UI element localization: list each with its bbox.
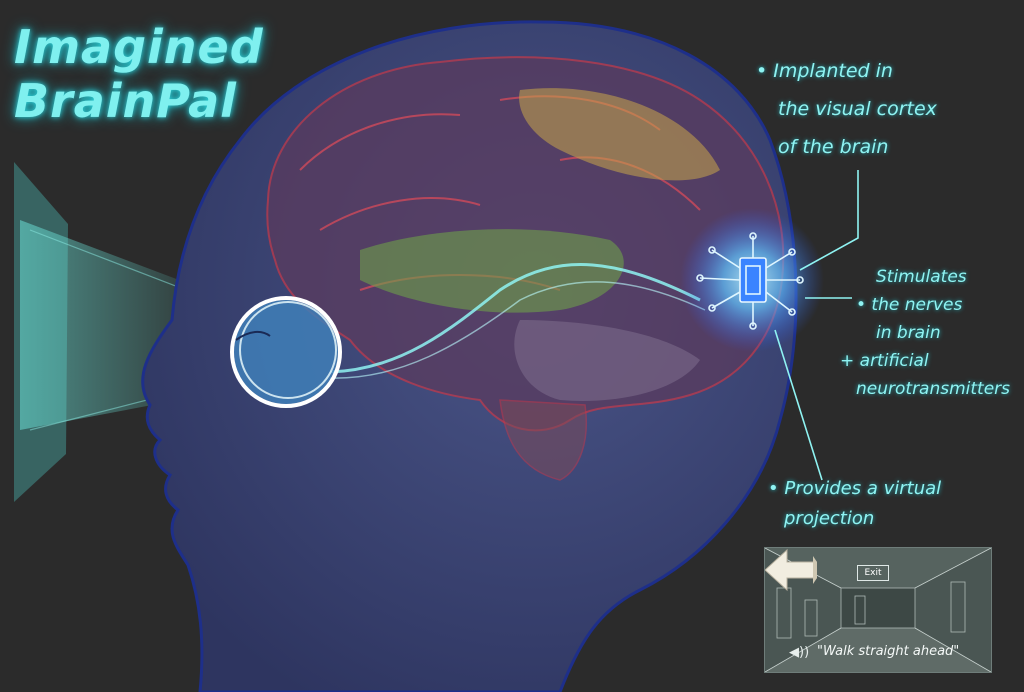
note-stimulates-line-3: in brain	[876, 323, 941, 343]
note-provides-line-2: projection	[784, 508, 875, 529]
note-stimulates-line-5: neurotransmitters	[856, 379, 1011, 399]
note-stimulates-line-2: • the nerves	[856, 295, 963, 315]
diagram-title: Imagined BrainPal	[14, 20, 264, 128]
speaker-icon: ◀))	[789, 645, 810, 660]
note-implanted: • Implanted in the visual cortex of the …	[756, 52, 937, 166]
note-stimulates: Stimulates • the nerves in brain + artif…	[840, 263, 1011, 403]
note-implanted-line-3: of the brain	[778, 136, 889, 158]
note-stimulates-line-1: Stimulates	[876, 267, 967, 287]
arrow-left-icon	[765, 548, 817, 592]
note-implanted-line-1: • Implanted in	[756, 60, 893, 82]
audio-caption: "Walk straight ahead"	[817, 644, 960, 659]
note-stimulates-line-4: + artificial	[840, 351, 929, 371]
corridor-drawing	[765, 548, 991, 672]
title-line-2: BrainPal	[14, 74, 237, 128]
leader-implanted	[799, 170, 859, 271]
title-line-1: Imagined	[14, 20, 264, 74]
note-provides-line-1: • Provides a virtual	[768, 478, 942, 499]
eye	[234, 300, 338, 404]
implant-chip-icon	[696, 232, 804, 330]
virtual-projection-inset: Exit ◀)) "Walk straight ahead"	[764, 547, 992, 673]
exit-sign: Exit	[857, 565, 889, 581]
leader-provides	[774, 329, 823, 481]
optic-nerve	[329, 263, 701, 374]
note-implanted-line-2: the visual cortex	[778, 98, 937, 120]
note-provides: • Provides a virtual projection	[768, 474, 941, 534]
